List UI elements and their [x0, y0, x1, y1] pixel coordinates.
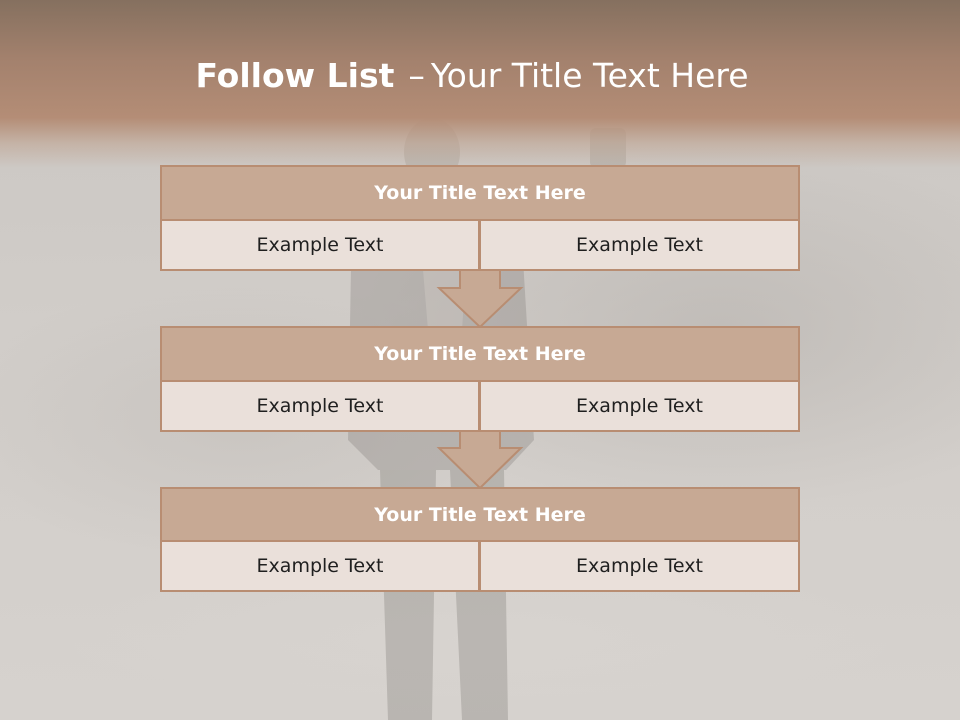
title-bar [0, 0, 960, 168]
list-block-1[interactable]: Your Title Text Here Example Text Exampl… [160, 165, 800, 271]
block-cell-left[interactable]: Example Text [160, 382, 480, 432]
block-cell-left[interactable]: Example Text [160, 542, 480, 592]
block-cell-right[interactable]: Example Text [480, 221, 800, 271]
block-title[interactable]: Your Title Text Here [160, 487, 800, 542]
block-title[interactable]: Your Title Text Here [160, 165, 800, 221]
down-arrow-icon [436, 430, 524, 490]
list-block-3[interactable]: Your Title Text Here Example Text Exampl… [160, 487, 800, 592]
title-bold: Follow List [195, 56, 395, 95]
title-separator: – [408, 56, 425, 95]
block-cell-left[interactable]: Example Text [160, 221, 480, 271]
block-title[interactable]: Your Title Text Here [160, 326, 800, 382]
block-cell-right[interactable]: Example Text [480, 382, 800, 432]
list-block-2[interactable]: Your Title Text Here Example Text Exampl… [160, 326, 800, 432]
block-cell-right[interactable]: Example Text [480, 542, 800, 592]
slide-title[interactable]: Follow List–Your Title Text Here [0, 54, 944, 98]
title-rest: Your Title Text Here [430, 56, 749, 95]
down-arrow-icon [436, 269, 524, 329]
